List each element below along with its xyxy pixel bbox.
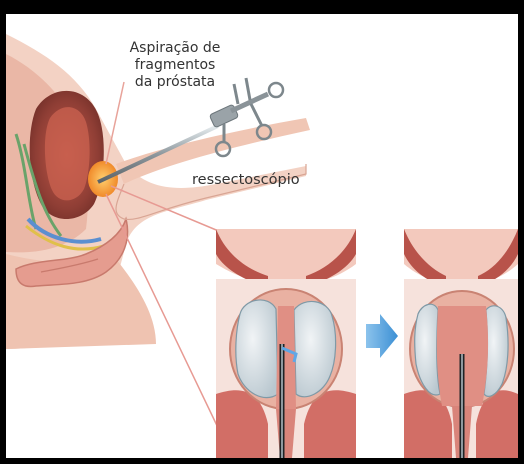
prostate-detail-before [216,229,356,458]
illustration-canvas: Aspiração de fragmentos da próstata ress… [6,14,518,458]
medical-illustration [6,14,518,458]
prostate-detail-after [404,229,518,458]
scope-trigger [251,104,262,126]
resectoscope-label: ressectoscópio [192,172,300,189]
right-arrow-icon [366,314,398,358]
prostate-lobe-left [236,300,278,398]
scope-eyepiece [269,83,283,97]
urethra-channel [276,306,296,409]
aspiration-label: Aspiração de fragmentos da próstata [100,40,250,91]
bladder-wall-top [216,229,356,286]
bladder-inner [45,107,90,200]
